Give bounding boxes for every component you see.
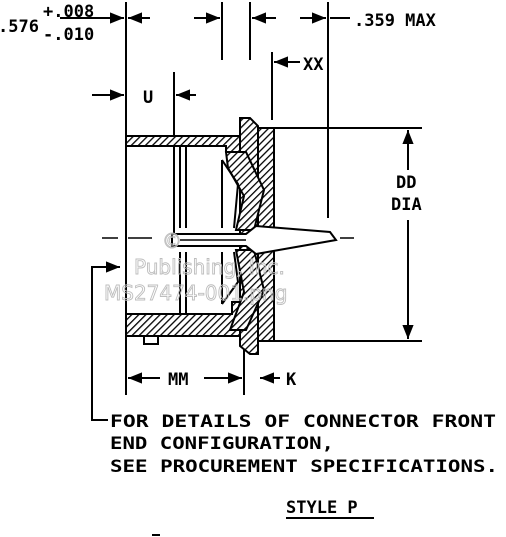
note-line-3: SEE PROCUREMENT SPECIFICATIONS. [110, 457, 498, 476]
watermark-line-3: MS27474-001.png [104, 281, 287, 305]
dia-label: DIA [391, 195, 422, 215]
mm-label: MM [168, 370, 188, 390]
tolerance-plus: +.008 [43, 2, 94, 22]
u-label: U [143, 88, 153, 108]
contact-pin [171, 224, 338, 256]
dimension-lines [60, 12, 414, 421]
note-line-2: END CONFIGURATION, [110, 434, 334, 453]
connector-body [125, 117, 338, 355]
dd-label: DD [396, 173, 416, 193]
overall-length-value: .576 [0, 17, 39, 37]
style-label: STYLE P [286, 498, 358, 518]
k-label: K [286, 370, 297, 390]
max-length-label: .359 MAX [354, 11, 437, 31]
watermark-line-1: © [162, 229, 182, 253]
watermark-line-2: Publishing, Inc. [134, 255, 285, 279]
shell-key [143, 335, 159, 345]
xx-label: XX [303, 55, 324, 75]
note-line-1: FOR DETAILS OF CONNECTOR FRONT [110, 412, 496, 431]
tolerance-minus: -.010 [43, 25, 94, 45]
